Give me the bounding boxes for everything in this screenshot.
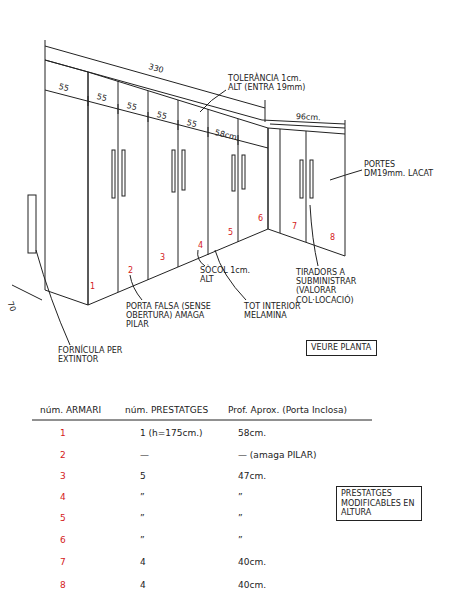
annotation: FORNÍCULA PER EXTINTOR: [58, 346, 128, 364]
table-cell: 7: [60, 557, 66, 567]
note-text: PRESTATGES MODIFICABLES EN ALTURA: [341, 489, 417, 518]
extinguisher-niche: [28, 195, 36, 253]
front-face: [88, 72, 268, 305]
table-cell: ”: [140, 535, 145, 545]
leader-lines: [36, 90, 362, 345]
annotation: 330: [147, 62, 164, 75]
table-cell: — (amaga PILAR): [238, 450, 316, 460]
annotation: 8: [330, 233, 335, 242]
door-line: [306, 131, 307, 242]
annotation: 1: [90, 282, 95, 291]
table-cell: ”: [238, 513, 243, 523]
door-line: [148, 91, 149, 280]
table-cell: ”: [140, 492, 145, 502]
door-line: [208, 109, 209, 255]
door-line: [178, 100, 179, 267]
note-box: PRESTATGES MODIFICABLES EN ALTURA: [336, 486, 422, 521]
table-cell: núm. PRESTATGES: [125, 405, 208, 415]
annotation: TOLERÀNCIA 1cm. ALT (ENTRA 19mm): [228, 74, 316, 92]
table-cell: 1 (h=175cm.): [140, 428, 203, 438]
door-line: [280, 129, 281, 233]
dim-line: [12, 285, 42, 300]
annotation: 55: [186, 118, 198, 129]
table-rule: [32, 420, 372, 421]
annotation: 96cm.: [296, 112, 321, 122]
annotation: 2: [128, 266, 133, 275]
table-cell: ”: [238, 535, 243, 545]
side-panel: [45, 60, 88, 305]
dim-line: [45, 90, 268, 148]
annotation: 3: [160, 253, 165, 262]
annotation: SÒCOL 1cm. ALT: [200, 266, 260, 284]
table-cell: —: [140, 450, 149, 460]
handles: [112, 150, 313, 198]
table-cell: 4: [140, 580, 146, 590]
annotation: 55: [58, 82, 70, 93]
note-text: VEURE PLANTA: [311, 343, 372, 353]
table-cell: 8: [60, 580, 66, 590]
annotation: 70: [5, 300, 17, 313]
table-cell: 4: [60, 492, 66, 502]
annotation: TIRADORS A SUBMINISTRAR (VALORAR COL·LOC…: [296, 268, 396, 305]
table-cell: 40cm.: [238, 580, 266, 590]
annotation: PORTA FALSA (SENSE OBERTURA) AMAGA PILAR: [126, 302, 218, 330]
note-box: VEURE PLANTA: [306, 340, 377, 356]
annotation: 5: [228, 228, 233, 237]
table-cell: Prof. Aprox. (Porta Inclosa): [228, 405, 347, 415]
dim-ticks: [88, 96, 238, 145]
annotation: PORTES DM19mm. LACAT: [364, 160, 434, 178]
table-cell: 4: [140, 557, 146, 567]
annotation: 55: [96, 92, 108, 103]
table-cell: 5: [140, 471, 146, 481]
annotation: 7: [292, 222, 297, 231]
table-cell: 47cm.: [238, 471, 266, 481]
table-cell: ”: [238, 492, 243, 502]
table-cell: 6: [60, 535, 66, 545]
dim-line: [270, 124, 345, 128]
table-cell: 3: [60, 471, 66, 481]
annotation: TOT INTERIOR MELAMINA: [244, 302, 304, 320]
dim-tick: [45, 40, 46, 60]
annotation: 55: [126, 101, 138, 112]
table-cell: ”: [140, 513, 145, 523]
door-line: [118, 81, 119, 292]
dim-tick: [265, 100, 266, 122]
table-cell: 2: [60, 450, 66, 460]
dim-tick: [345, 120, 346, 134]
table-cell: 1: [60, 428, 66, 438]
annotation: 4: [198, 241, 203, 250]
annotation: 58cm.: [214, 128, 240, 143]
table-cell: núm. ARMARI: [40, 405, 101, 415]
table-cell: 40cm.: [238, 557, 266, 567]
annotation: 6: [258, 214, 263, 223]
right-face: [268, 128, 345, 256]
table-cell: 58cm.: [238, 428, 266, 438]
table-cell: 5: [60, 513, 66, 523]
